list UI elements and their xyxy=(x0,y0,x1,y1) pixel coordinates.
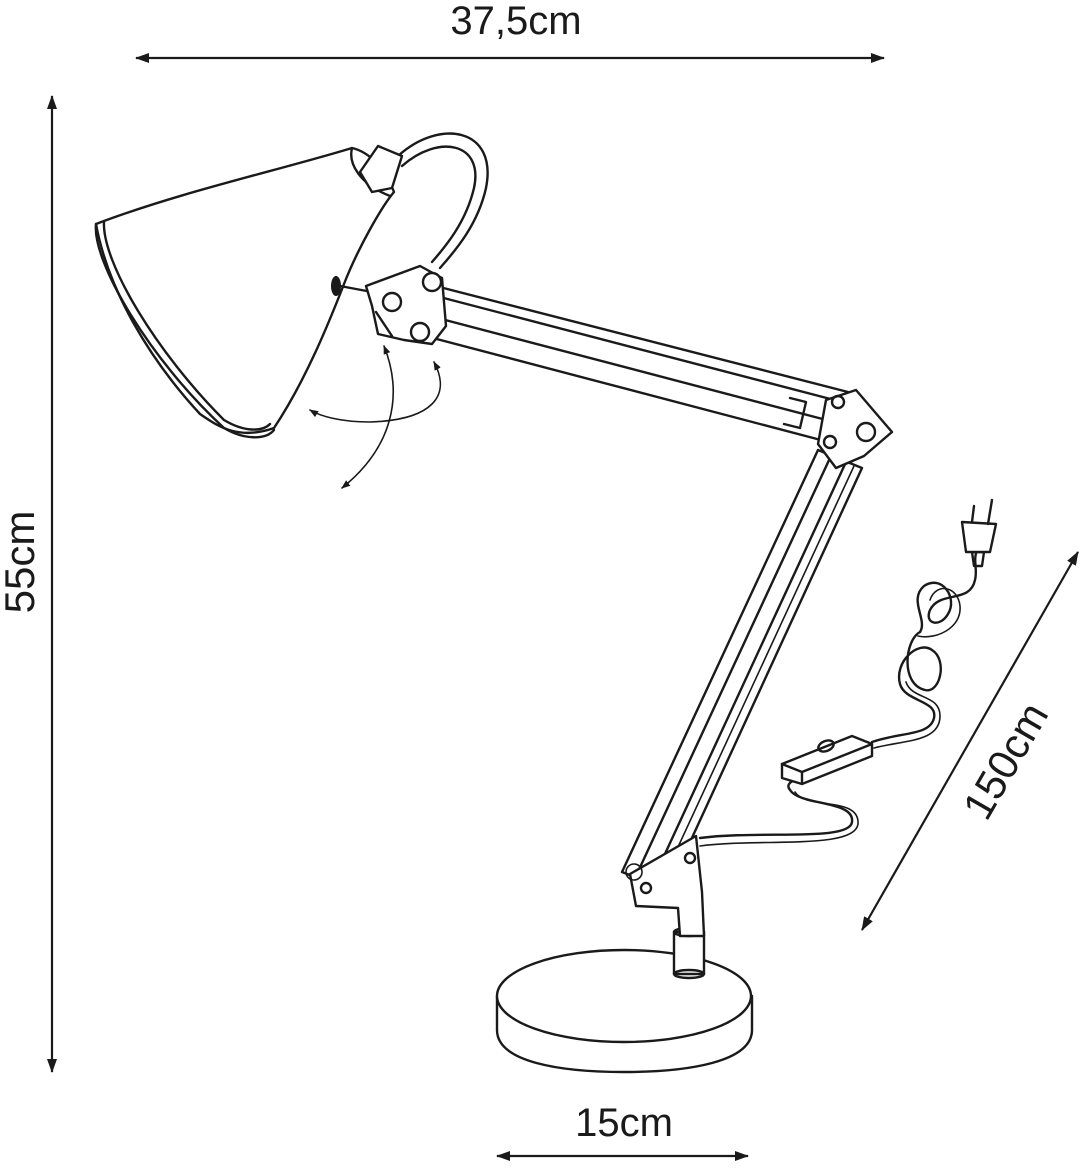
power-cable xyxy=(698,498,998,847)
cable-lower-segment-outline xyxy=(699,791,859,847)
tilt-rotation-arrow xyxy=(341,345,394,489)
plug-strain-relief xyxy=(970,550,986,568)
switch-button xyxy=(817,739,835,753)
head-hinge xyxy=(364,264,448,346)
shade-rim-inner xyxy=(102,220,272,431)
head-cable-inner xyxy=(400,145,477,264)
lower-arm-rod-3 xyxy=(659,465,855,887)
height-dimension: 55cm xyxy=(0,95,57,1073)
lower-arm-frame xyxy=(620,448,864,892)
upper-arm-rod-2 xyxy=(428,314,836,424)
base-dimension-label: 15cm xyxy=(575,1101,673,1145)
upper-arm xyxy=(408,280,850,446)
base-post xyxy=(672,930,706,976)
head-hinge-rivet-left xyxy=(381,291,403,313)
width-dimension: 37,5cm xyxy=(135,0,885,63)
shade-neck-edge xyxy=(350,146,392,198)
inline-switch xyxy=(780,734,874,786)
lower-hinge-rivet-top xyxy=(683,851,697,865)
head-hinge-rivet-right xyxy=(421,271,443,293)
base-top xyxy=(495,948,753,1044)
upper-arm-slot xyxy=(782,396,808,430)
cable-dimension: 150cm xyxy=(861,551,1079,931)
swivel-rotation-arrow xyxy=(309,361,442,423)
head-cable xyxy=(396,132,489,270)
rotation-indicators xyxy=(309,345,442,489)
lower-arm-rod-2 xyxy=(650,460,848,884)
lower-hinge-rivet-left xyxy=(639,881,653,895)
shade-socket-cap xyxy=(358,144,404,194)
cable-lower-segment xyxy=(698,778,854,840)
shade-pivot-nub xyxy=(331,276,341,296)
cable-loop-lower xyxy=(870,630,942,744)
plug-body xyxy=(960,520,998,554)
cable-dimension-label: 150cm xyxy=(954,694,1058,827)
plug-pin-left xyxy=(970,504,976,524)
head-hinge-edge xyxy=(374,310,394,338)
lamp-shade xyxy=(94,144,404,439)
cable-loop-lower-outline xyxy=(873,681,941,749)
lamp-base xyxy=(495,926,754,1074)
elbow-joint xyxy=(816,388,894,470)
cable-loop-upper-outline xyxy=(917,587,961,638)
elbow-plate xyxy=(816,388,894,470)
elbow-rivet-left xyxy=(822,434,838,450)
shade-body xyxy=(94,146,396,435)
base-dimension: 15cm xyxy=(496,1101,749,1161)
lower-arm xyxy=(620,448,864,892)
lower-hinge xyxy=(625,834,706,938)
lower-hinge-spring-end xyxy=(625,863,643,881)
elbow-rivet-main xyxy=(855,421,877,443)
cable-dimension-arrow xyxy=(861,551,1079,931)
height-dimension-label: 55cm xyxy=(0,511,43,614)
head-cable-outer xyxy=(396,132,489,270)
plug-pin-right xyxy=(986,498,994,526)
cable-loop-upper xyxy=(916,546,980,634)
elbow-rivet-top xyxy=(830,394,846,410)
base-post-ring xyxy=(672,968,706,980)
upper-arm-rod-1 xyxy=(434,294,844,404)
shade-rim-outer xyxy=(94,222,276,439)
head-hinge-rivet-bottom xyxy=(409,321,431,343)
width-dimension-label: 37,5cm xyxy=(450,0,581,43)
power-plug xyxy=(960,498,998,568)
switch-body xyxy=(780,734,874,786)
lower-arm-rod-1 xyxy=(634,456,832,878)
